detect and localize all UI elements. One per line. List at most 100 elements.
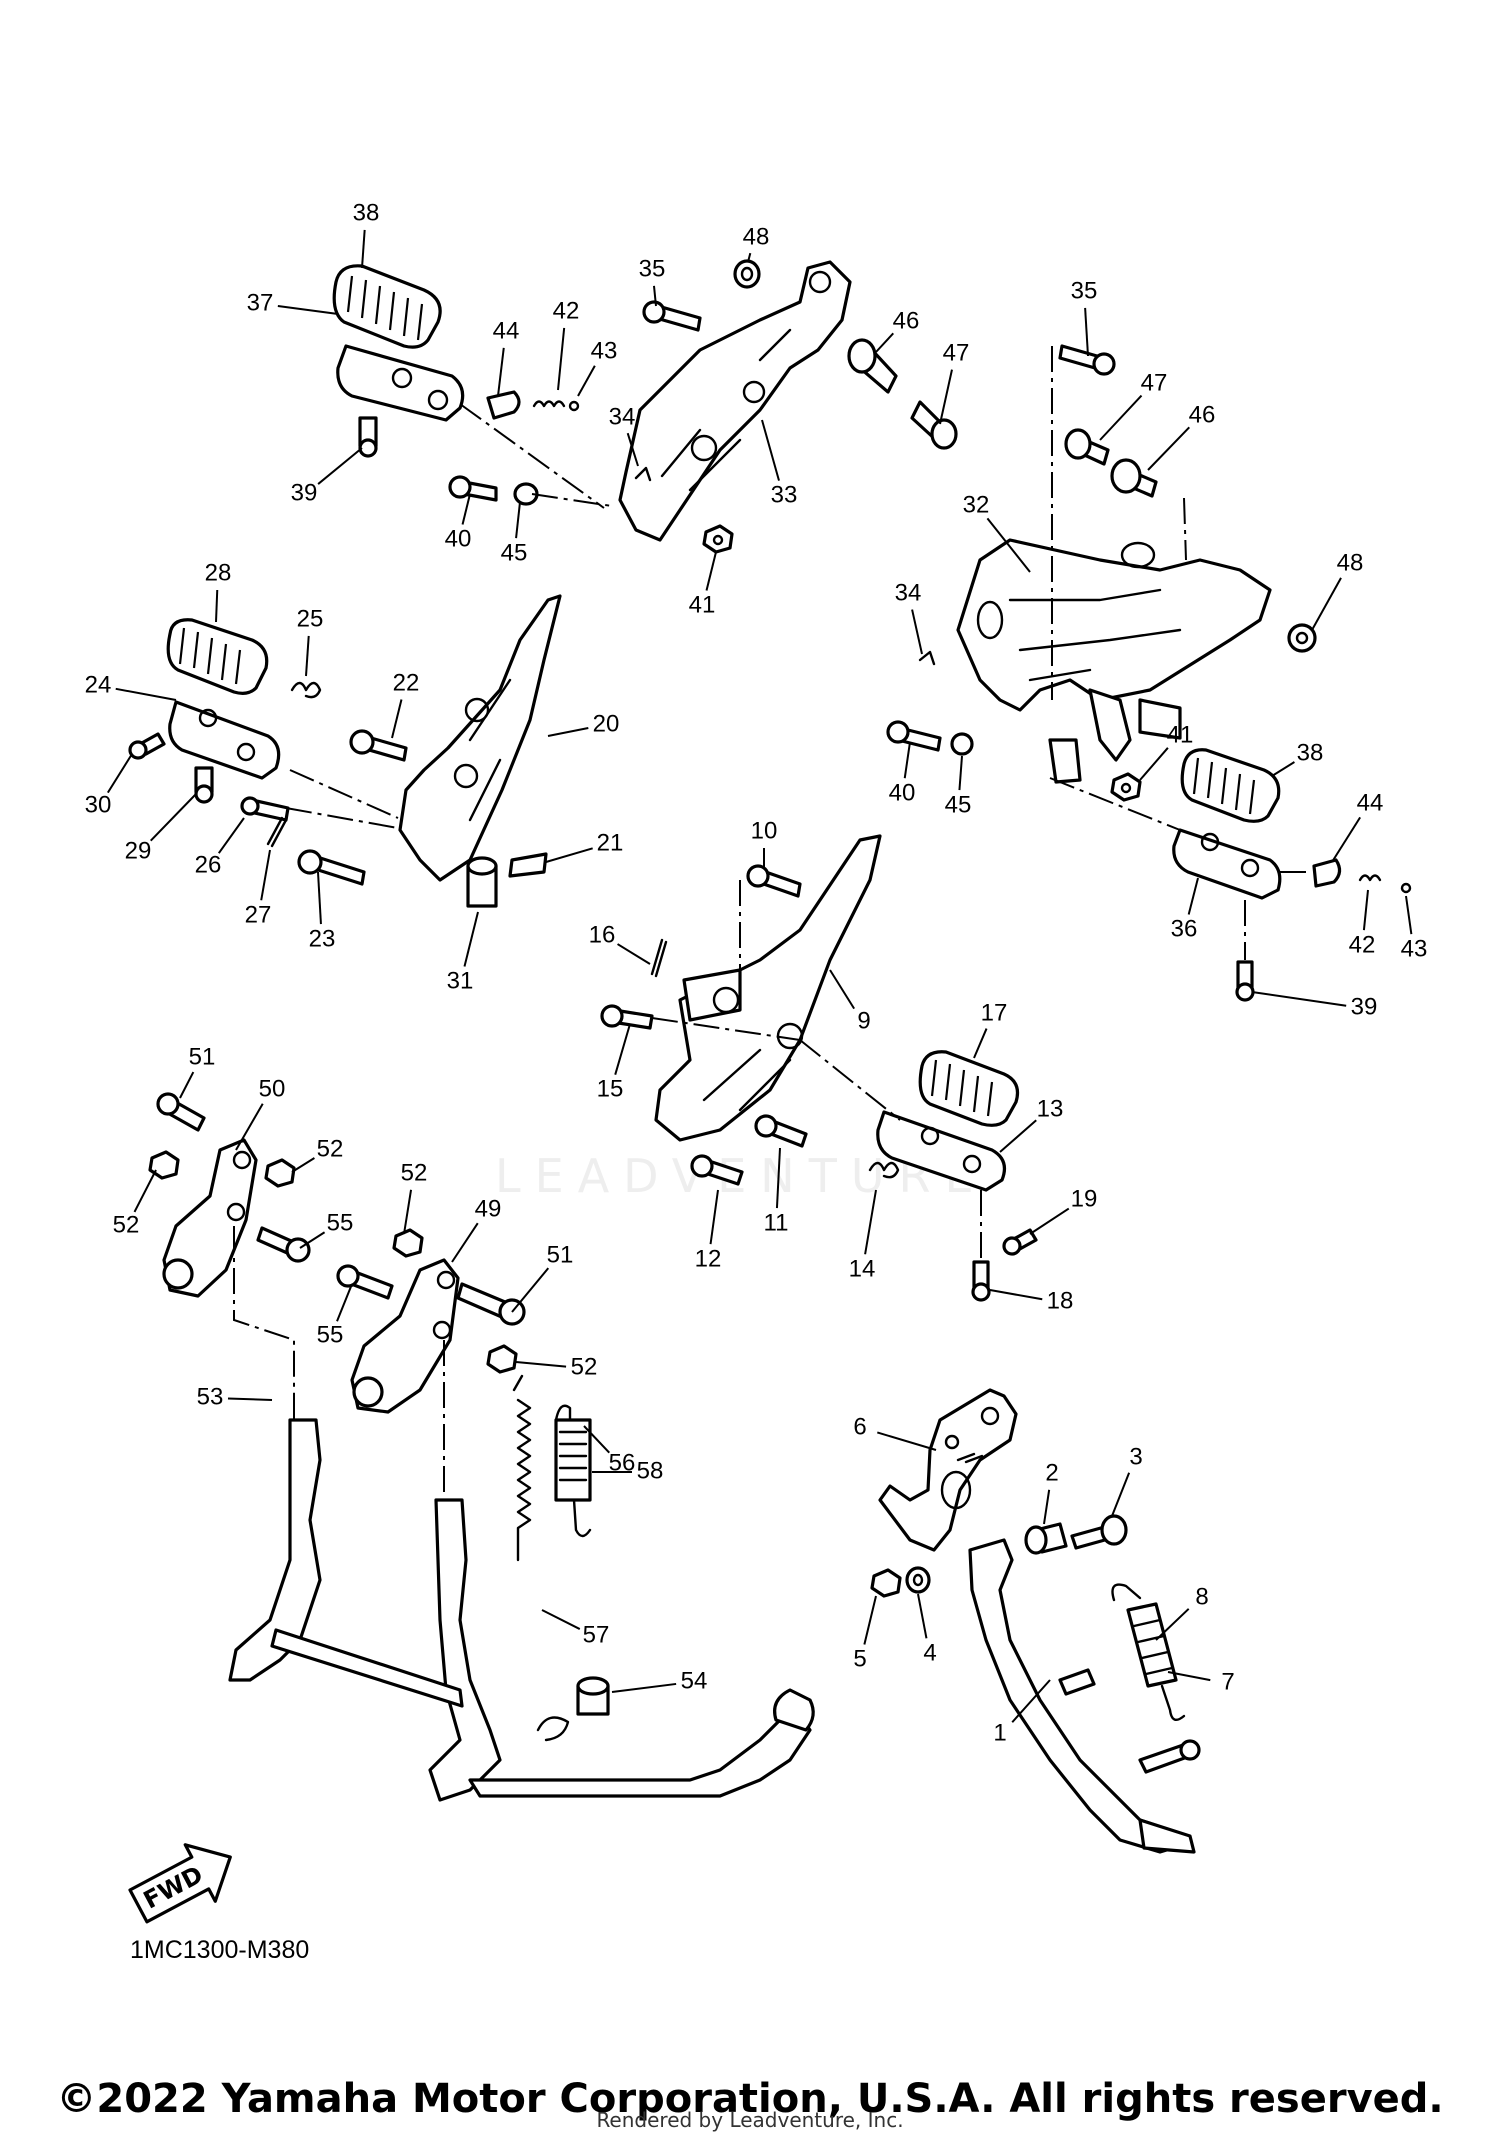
- callout-number: 42: [553, 297, 580, 324]
- callout-leader-line: [291, 1157, 315, 1173]
- callout-leader-line: [217, 817, 245, 854]
- callout-leader-line: [709, 1189, 719, 1245]
- callout-leader-line: [989, 1289, 1043, 1301]
- callout-number: 36: [1171, 915, 1198, 942]
- callout-number: 56: [609, 1449, 636, 1476]
- callout-leader-line: [317, 447, 363, 485]
- callout-leader-line: [1167, 1671, 1211, 1682]
- callout-leader-line: [1405, 895, 1413, 935]
- callout-leader-line: [1099, 394, 1143, 441]
- callout-number: 43: [1401, 935, 1428, 962]
- callout-leader-line: [133, 1169, 157, 1213]
- callout-leader-line: [545, 847, 593, 863]
- callout-number: 26: [195, 851, 222, 878]
- callout-number: 17: [981, 999, 1008, 1026]
- callout-leader-line: [577, 365, 596, 397]
- callout-number: 52: [401, 1159, 428, 1186]
- callout-leader-line: [511, 1267, 550, 1313]
- callout-number: 14: [849, 1255, 876, 1282]
- callout-number: 54: [681, 1667, 708, 1694]
- callout-leader-line: [541, 1609, 581, 1630]
- front-footrest-right-assembly: [600, 834, 1038, 1302]
- callout-number: 47: [1141, 369, 1168, 396]
- callout-number: 45: [501, 539, 528, 566]
- callout-leader-line: [939, 369, 953, 425]
- callout-number: 35: [1071, 277, 1098, 304]
- callout-number: 16: [589, 921, 616, 948]
- callout-leader-line: [775, 1147, 781, 1209]
- callout-number: 30: [85, 791, 112, 818]
- callout-leader-line: [317, 871, 322, 925]
- callout-leader-line: [1251, 991, 1347, 1007]
- callout-number: 8: [1195, 1583, 1208, 1610]
- callout-leader-line: [391, 699, 403, 739]
- callout-number: 21: [597, 829, 624, 856]
- callout-number: 48: [743, 223, 770, 250]
- callout-leader-line: [403, 1189, 413, 1235]
- callout-number: 19: [1071, 1185, 1098, 1212]
- callout-leader-line: [958, 755, 963, 791]
- callout-leader-line: [299, 1231, 326, 1249]
- callout-number: 20: [593, 710, 620, 737]
- callout-number: 57: [583, 1621, 610, 1648]
- callout-leader-line: [1271, 761, 1295, 777]
- callout-number: 35: [639, 255, 666, 282]
- callout-leader-line: [875, 332, 895, 353]
- callout-number: 31: [447, 967, 474, 994]
- callout-leader-line: [999, 1119, 1037, 1153]
- callout-number: 7: [1221, 1668, 1234, 1695]
- callout-number: 15: [597, 1075, 624, 1102]
- callout-number: 3: [1129, 1443, 1142, 1470]
- callout-leader-line: [1331, 816, 1361, 863]
- callout-leader-line: [1155, 1608, 1190, 1641]
- callout-number: 52: [571, 1353, 598, 1380]
- drawing-code: 1MC1300-M380: [130, 1936, 309, 1964]
- callout-number: 10: [751, 817, 778, 844]
- fwd-arrow-icon: FWD: [128, 1843, 232, 1924]
- callout-leader-line: [747, 252, 752, 263]
- callout-number: 34: [895, 579, 922, 606]
- callout-leader-line: [1029, 1207, 1070, 1235]
- callout-number: 44: [1357, 789, 1384, 816]
- callout-number: 46: [1189, 401, 1216, 428]
- callout-leader-line: [463, 911, 479, 967]
- callout-leader-line: [1111, 1472, 1131, 1517]
- callout-number: 41: [689, 591, 716, 618]
- callout-number: 58: [637, 1457, 664, 1484]
- callout-leader-line: [451, 1222, 479, 1263]
- callout-leader-line: [150, 793, 197, 842]
- callout-number: 11: [764, 1209, 789, 1236]
- rear-footrest-left-assembly: [332, 259, 958, 554]
- callout-leader-line: [461, 493, 471, 525]
- callout-number: 28: [205, 559, 232, 586]
- callout-leader-line: [863, 1595, 877, 1645]
- callout-leader-line: [1084, 307, 1089, 357]
- callout-leader-line: [227, 1397, 273, 1401]
- callout-leader-line: [179, 1071, 195, 1099]
- callout-leader-line: [614, 1023, 631, 1075]
- callout-number: 12: [695, 1245, 722, 1272]
- callout-number: 9: [857, 1007, 870, 1034]
- callout-leader-line: [1311, 577, 1342, 631]
- callout-leader-line: [115, 687, 177, 701]
- side-stand-assembly: [870, 1388, 1201, 1854]
- callout-leader-line: [864, 1189, 877, 1255]
- callout-number: 55: [327, 1209, 354, 1236]
- callout-leader-line: [515, 501, 521, 539]
- callout-leader-line: [557, 327, 566, 391]
- callout-leader-line: [515, 1361, 567, 1368]
- callout-number: 46: [893, 307, 920, 334]
- callout-number: 22: [393, 669, 420, 696]
- callout-leader-line: [911, 609, 923, 655]
- callout-leader-line: [617, 943, 651, 965]
- callout-leader-line: [1043, 1489, 1051, 1525]
- callout-number: 50: [259, 1075, 286, 1102]
- callout-number: 42: [1349, 931, 1376, 958]
- callout-number: 32: [963, 491, 990, 518]
- callout-number: 40: [889, 779, 916, 806]
- callout-number: 47: [943, 339, 970, 366]
- callout-leader-line: [361, 229, 366, 269]
- callout-leader-line: [260, 849, 271, 901]
- callout-leader-line: [1011, 1679, 1051, 1723]
- callout-number: 33: [771, 481, 798, 508]
